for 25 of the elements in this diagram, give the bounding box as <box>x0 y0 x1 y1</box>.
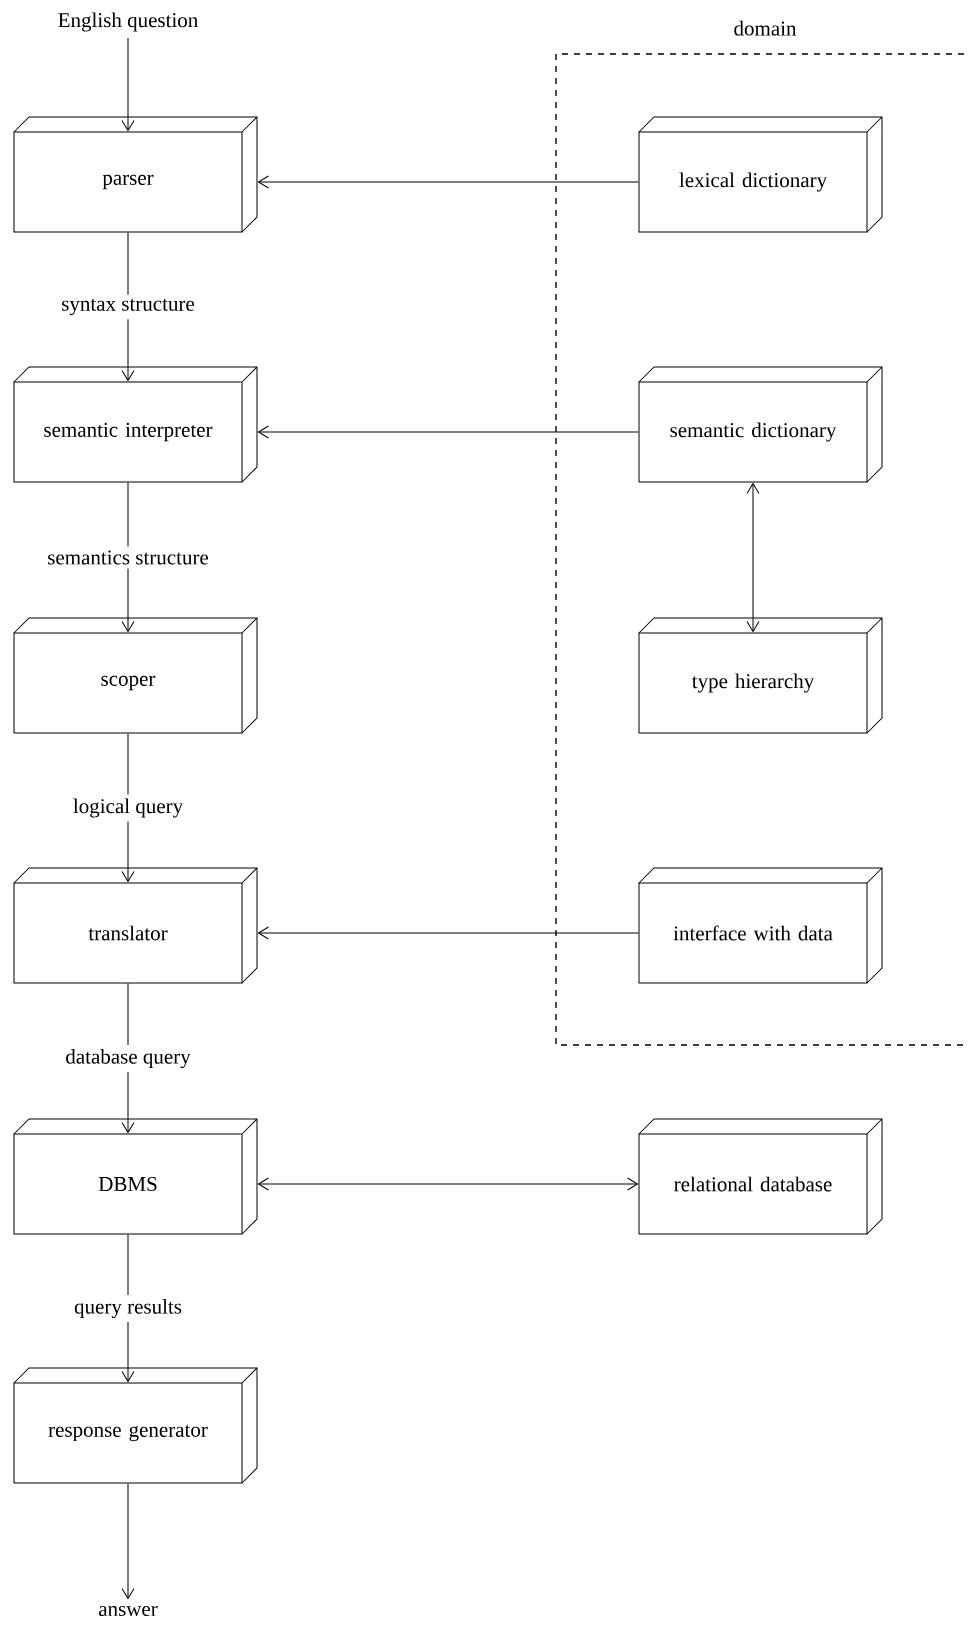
process-box: DBMS <box>13 1118 258 1235</box>
process-box: parser <box>13 116 258 233</box>
arrow <box>257 1177 639 1191</box>
process-box: semantic dictionary <box>638 366 883 483</box>
process-box: scoper <box>13 617 258 734</box>
arrow <box>746 482 760 633</box>
process-box: lexical dictionary <box>638 116 883 233</box>
text-label: answer <box>99 1606 158 1617</box>
edge-label: syntax structure <box>57 294 199 320</box>
process-box: interface with data <box>638 867 883 984</box>
text-label: English question <box>58 12 198 32</box>
process-box: relational database <box>638 1118 883 1235</box>
arrow <box>121 37 135 131</box>
edge-label: query results <box>70 1294 186 1323</box>
edge-label: logical query <box>68 794 188 822</box>
arrow <box>257 175 639 189</box>
process-box: type hierarchy <box>638 617 883 734</box>
process-box: translator <box>13 867 258 984</box>
arrow <box>121 1483 135 1600</box>
process-box: semantic interpreter <box>13 366 258 483</box>
arrow <box>257 425 639 439</box>
process-box: response generator <box>13 1367 258 1484</box>
edge-label: semantics structure <box>43 546 213 569</box>
edge-label: database query <box>61 1044 195 1073</box>
arrow <box>257 926 639 940</box>
